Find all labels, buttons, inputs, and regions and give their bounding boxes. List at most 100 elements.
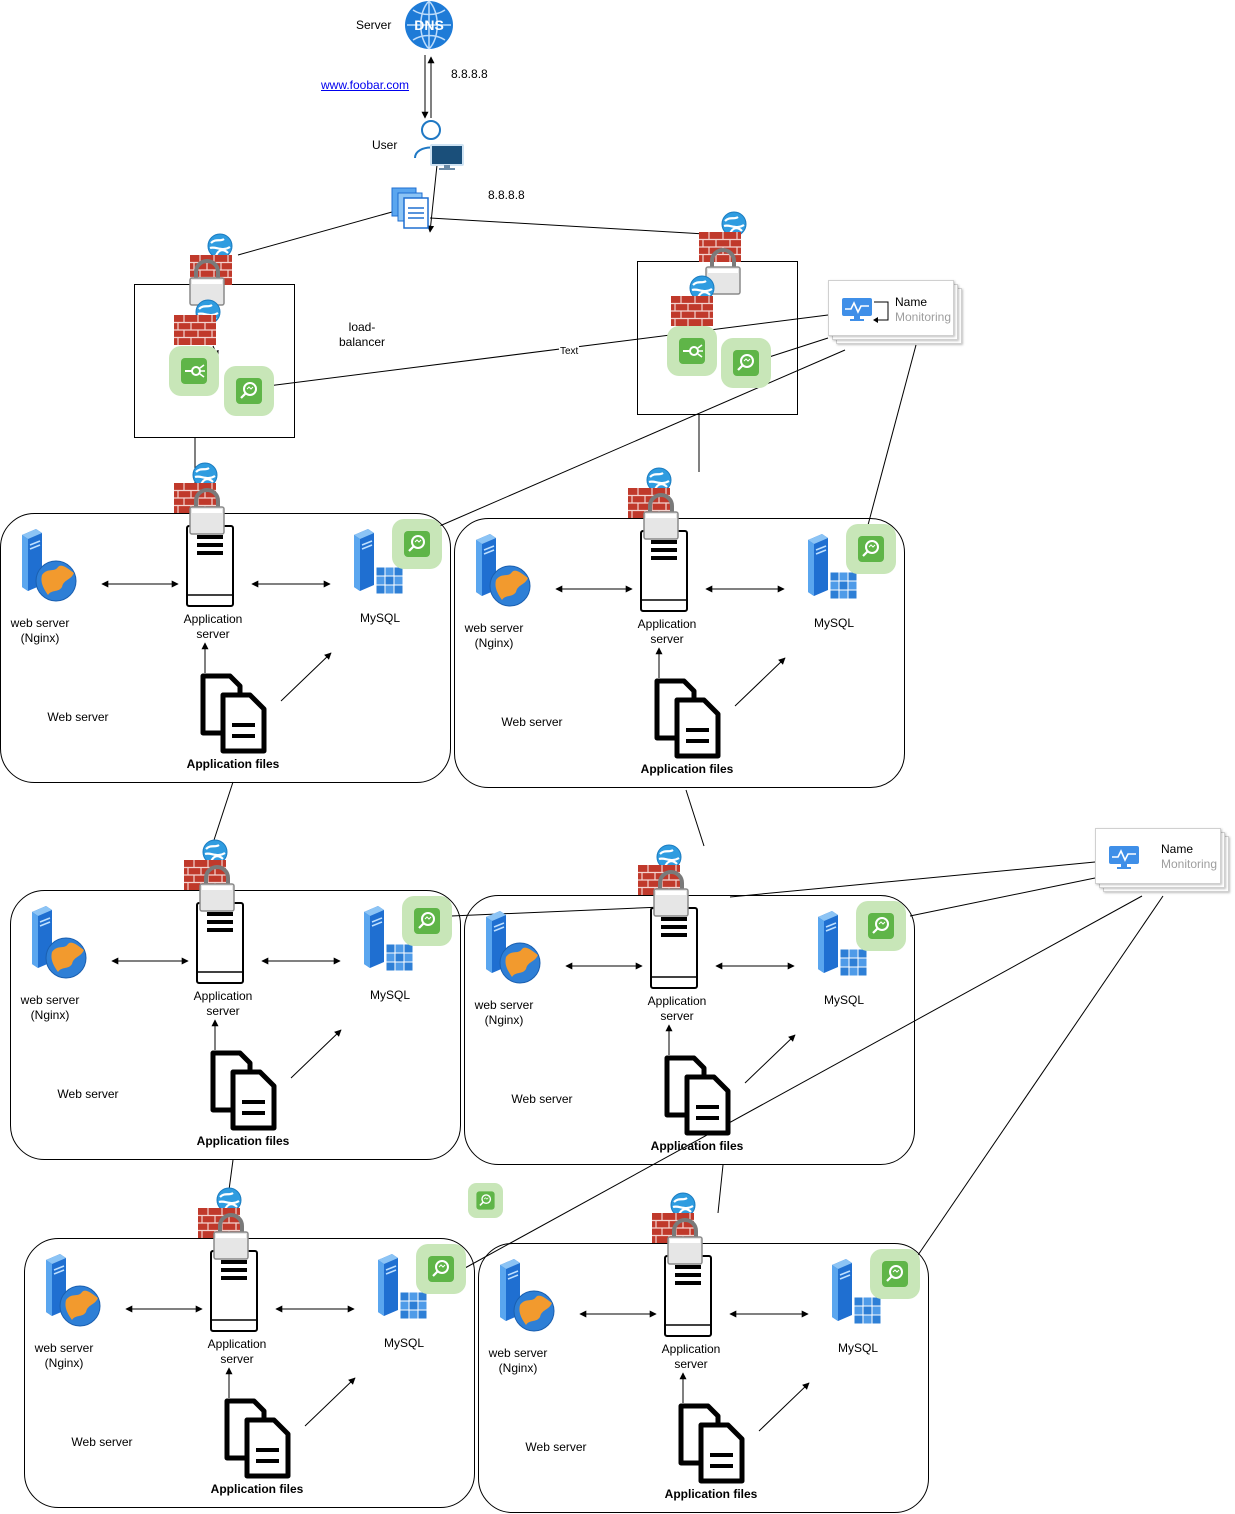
box-label: Web server [71,1435,133,1449]
web-server-globe-icon [499,1258,555,1332]
mysql-label: MySQL [383,1336,424,1350]
files-to-db-arrow [758,1382,810,1432]
server4-to-db3-agent-line [427,906,663,918]
arrow-icon [873,301,889,323]
web-server-label: web server (Nginx) [464,621,524,650]
monitoring-agent-icon[interactable] [400,894,454,948]
server-box[interactable] [24,1186,475,1508]
domain-link[interactable]: www.foobar.com [321,78,410,92]
user-to-docs-arrow [427,164,438,233]
monitoring-subtitle: Monitoring [1161,857,1218,871]
monitoring-card[interactable]: Name Monitoring [828,280,962,344]
ip-label: 8.8.8.8 [451,67,488,81]
web-server-globe-icon [31,905,87,979]
load-balancer-icon[interactable] [666,325,718,377]
box-label: Web server [511,1092,573,1106]
monitoring-agent-icon[interactable] [854,899,908,953]
web-server-label: web server (Nginx) [474,998,534,1027]
monitor2-to-db6-agent-line [915,895,1164,1259]
application-server-icon [640,530,688,612]
files-to-db-arrow [280,652,332,702]
files-to-db-arrow [290,1029,342,1079]
monitoring-subtitle: Monitoring [895,310,952,324]
web-server-globe-icon [485,910,541,984]
monitor2-to-server4-line [729,861,1096,898]
box-label: Web server [47,710,109,724]
web-server-label: web server (Nginx) [34,1341,94,1370]
computer-monitor-icon [430,144,464,170]
box-label: Web server [501,715,563,729]
files-label: Application files [186,757,280,771]
files-to-db-arrow [304,1377,356,1427]
monitoring-agent-icon[interactable] [390,517,444,571]
server-box[interactable] [478,1191,929,1513]
docs-to-lb2-line [429,217,706,235]
server-box[interactable] [10,838,461,1160]
files-label: Application files [650,1139,744,1153]
server-box[interactable] [0,461,451,783]
application-server-icon [664,1255,712,1337]
files-label: Application files [210,1482,304,1496]
monitoring-title: Name [895,295,928,309]
brick-firewall-icon [173,314,217,346]
application-files-icon [657,681,718,756]
brick-firewall-icon [670,295,714,327]
mysql-label: MySQL [369,988,410,1002]
web-server-globe-icon [21,528,77,602]
application-files-icon [667,1058,728,1133]
mysql-label: MySQL [823,993,864,1007]
application-server-icon [650,907,698,989]
connections [194,55,1164,1269]
monitor-to-db2-agent-line [867,344,917,526]
box-label: Web server [525,1440,587,1454]
monitoring-agent-icon[interactable] [868,1247,922,1301]
monitoring-agent-icon[interactable] [719,336,773,390]
application-files-icon [213,1053,274,1128]
application-files-icon [203,676,264,751]
load-balancer-icon[interactable] [168,345,220,397]
files-to-db-arrow [734,657,786,707]
monitoring-icon [1109,846,1140,870]
web-server-globe-icon [45,1253,101,1327]
app-server-label: Application server [193,989,253,1018]
load-balancer-label: load- balancer [338,320,386,349]
application-server-icon [196,902,244,984]
server2-to-server4-line [685,789,705,847]
monitoring-title: Name [1161,842,1194,856]
monitoring-card[interactable]: Name Monitoring [1095,828,1229,892]
edge-text-label: Text [559,344,580,359]
mysql-label: MySQL [837,1341,878,1355]
monitoring-agent-icon[interactable] [467,1182,504,1219]
server1-to-server3-line [213,781,234,841]
server-boxes [0,461,929,1513]
app-server-label: Application server [647,994,707,1023]
ip-label: 8.8.8.8 [488,188,525,202]
server-label: Server [356,18,392,32]
files-to-db-arrow [744,1034,796,1084]
app-server-label: Application server [637,617,697,646]
monitoring-icon [842,298,873,322]
server3-to-server5-line [228,1159,234,1191]
files-label: Application files [640,762,734,776]
app-server-label: Application server [207,1337,267,1366]
web-server-label: web server (Nginx) [20,993,80,1022]
server4-to-server6-line [717,1164,724,1214]
documents-icon [391,187,429,229]
monitoring-agent-icon[interactable] [414,1242,468,1296]
server-box[interactable] [464,843,915,1165]
app-server-label: Application server [183,612,243,641]
application-files-icon [227,1401,288,1476]
server-box[interactable] [454,466,905,788]
monitoring-agent-icon[interactable] [844,522,898,576]
application-server-icon [186,525,234,607]
web-server-globe-icon [475,533,531,607]
files-label: Application files [664,1487,758,1501]
monitor-to-lb1-agent-line [259,314,829,388]
monitoring-agent-icon[interactable] [222,364,276,418]
application-server-icon [210,1250,258,1332]
globe-network-icon [206,232,234,260]
files-label: Application files [196,1134,290,1148]
monitor-to-db1-agent-line [434,349,846,529]
box-label: Web server [57,1087,119,1101]
